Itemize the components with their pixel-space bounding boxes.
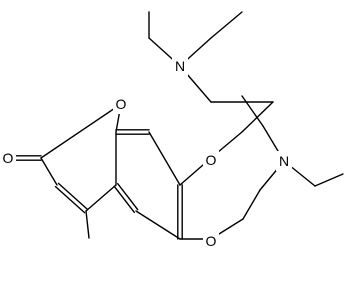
atom-o-ether-7: O	[203, 150, 219, 170]
atom-o-ether-6: O	[203, 231, 219, 251]
svg-text:O: O	[116, 96, 127, 112]
bond-C3-C4-b	[57, 182, 89, 211]
bond-C3-C4-a	[54, 185, 86, 214]
bond-u4-u5	[210, 11, 243, 39]
atom-label-layer: O O O O N N	[0, 56, 292, 251]
atom-o-carbonyl: O	[0, 148, 16, 168]
atom-n-amine-upper: N	[172, 56, 188, 76]
bond-C7-C8	[148, 131, 181, 186]
atom-o-ring: O	[113, 94, 129, 114]
bond-C4a-C5-a	[113, 185, 135, 214]
svg-text:O: O	[206, 233, 217, 249]
bond-C5-C6	[135, 210, 181, 240]
svg-text:N: N	[279, 153, 289, 169]
bond-b1-b2	[242, 189, 261, 220]
svg-text:N: N	[175, 58, 185, 74]
bond-C4-Me	[85, 210, 90, 239]
bond-Or-C2	[40, 103, 122, 159]
bond-l1-l2	[241, 95, 264, 127]
bond-C4-C4a	[85, 184, 117, 212]
svg-text:O: O	[3, 150, 14, 166]
bond-layer	[9, 11, 344, 240]
bond-C4a-C5-b	[117, 182, 139, 211]
svg-text:O: O	[206, 152, 217, 168]
bond-l3-l4	[314, 173, 344, 187]
atom-n-amine-lower: N	[276, 151, 292, 171]
bond-C2-C3	[40, 157, 58, 186]
